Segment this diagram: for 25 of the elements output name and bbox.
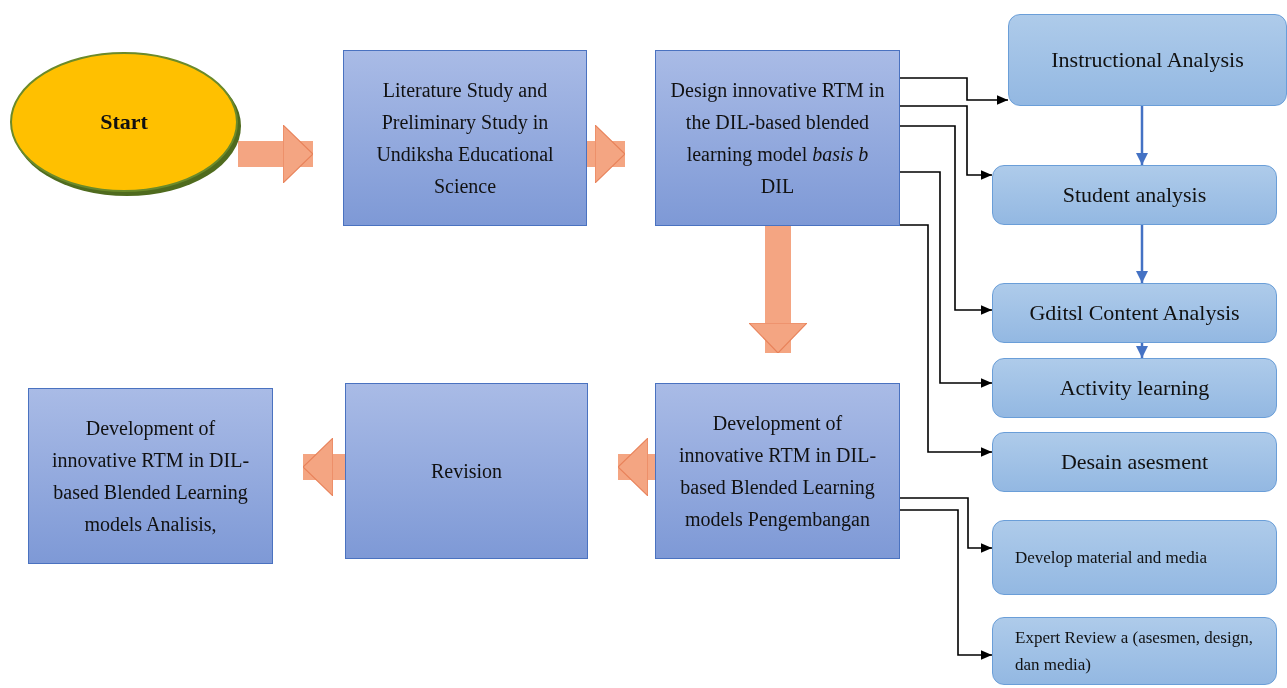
analysis-box (992, 432, 1277, 492)
box-label: Develop material and media (1015, 547, 1208, 569)
analysis-box (992, 520, 1277, 595)
box-label: Development of innovative RTM in DIL-based Blended Learning models Pengembangan (677, 411, 878, 533)
process-box (343, 50, 587, 226)
analysis-box (992, 165, 1277, 225)
process-box (655, 383, 900, 559)
box-label: Development of innovative RTM in DIL-based Blended Learning models Analisis, (50, 416, 251, 537)
analysis-box (992, 283, 1277, 343)
analysis-box (1008, 14, 1287, 106)
box-label: Desain asesment (1060, 448, 1209, 476)
box-label: Literature Study and Preliminary Study in Undiksha Educational Science (375, 78, 555, 199)
box-label: Instructional Analysis (1051, 46, 1244, 74)
analysis-box (992, 617, 1277, 685)
analysis-box (992, 358, 1277, 418)
process-box (345, 383, 588, 559)
box-label: Student analysis (1062, 181, 1207, 209)
box-label: Activity learning (1059, 374, 1210, 402)
box-label: Design innovative RTM in the DIL-based blended learning model basis b DIL (670, 78, 885, 199)
box-label: Revision (430, 459, 503, 484)
start-label: Start (100, 108, 148, 136)
process-box (28, 388, 273, 564)
box-label: Gditsl Content Analysis (1029, 299, 1240, 327)
process-box (655, 50, 900, 226)
box-label: Expert Review a (asesmen, design, dan media) (1015, 627, 1254, 676)
